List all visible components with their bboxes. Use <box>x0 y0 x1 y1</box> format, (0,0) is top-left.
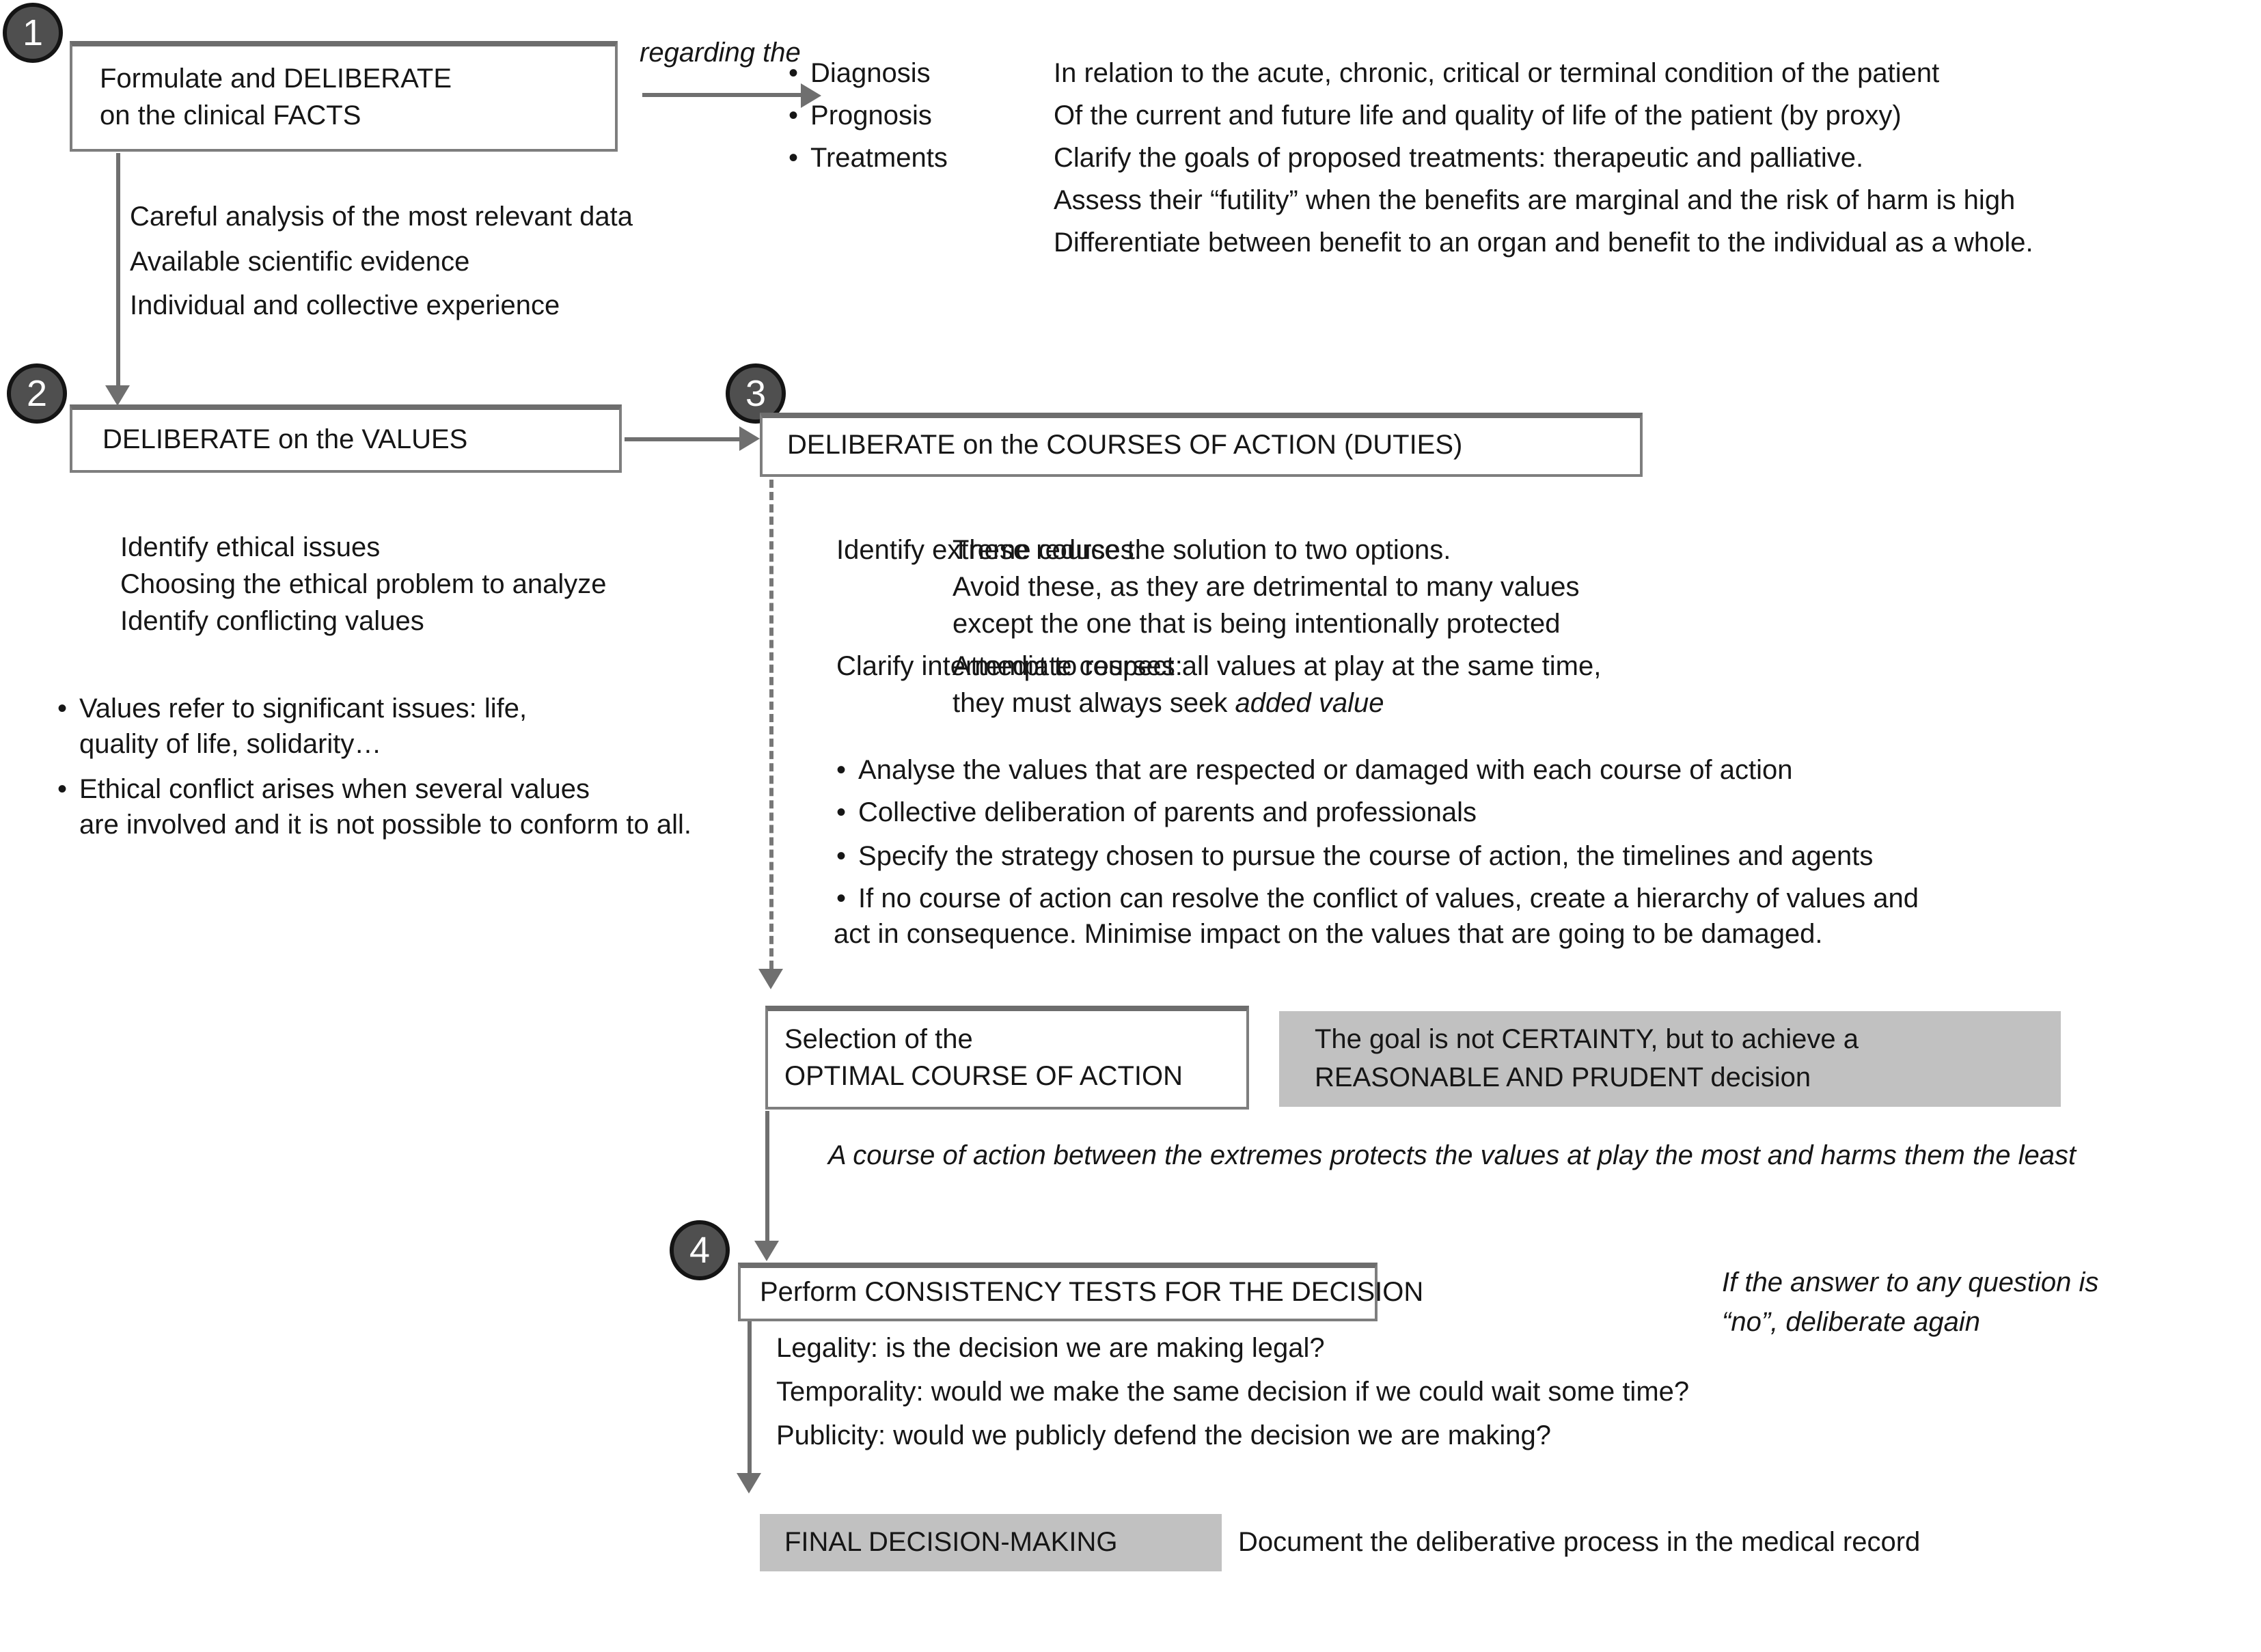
arrow-facts-to-aspects-head <box>801 83 821 108</box>
document-note: Document the deliberative process in the… <box>1238 1528 1921 1558</box>
arrow-step4-to-final-head <box>737 1473 761 1493</box>
optimal-course-line2: OPTIMAL COURSE OF ACTION <box>784 1062 1183 1092</box>
course-bullet: • If no course of action can resolve the… <box>836 881 1919 917</box>
course-bullet-continuation: act in consequence. Minimise impact on t… <box>834 920 1823 950</box>
step-1-number: 1 <box>22 12 44 53</box>
arrow-selection-to-step4-head <box>754 1241 779 1261</box>
goal-note-line2: REASONABLE AND PRUDENT decision <box>1315 1063 1811 1093</box>
bullet-icon: • <box>789 101 799 131</box>
arrow-facts-to-aspects-line <box>642 93 801 97</box>
step-2-box: DELIBERATE on the VALUES <box>70 404 622 473</box>
step-2-number: 2 <box>26 372 48 413</box>
step-2-box-label: DELIBERATE on the VALUES <box>102 424 468 454</box>
bullet-icon: • <box>57 694 68 724</box>
extreme-courses-note: These reduce the solution to two options… <box>953 536 1451 566</box>
consistency-question: Publicity: would we publicly defend the … <box>776 1421 1551 1451</box>
arrow-step1-to-step2-head <box>105 385 130 406</box>
step-1-box-line2: on the clinical FACTS <box>100 100 361 130</box>
aspect-label: Prognosis <box>810 101 932 131</box>
step-3-number: 3 <box>745 372 767 413</box>
course-bullet: • Analyse the values that are respected … <box>836 753 1793 788</box>
added-value-emphasis: added value <box>1235 689 1384 719</box>
values-note: Identify conflicting values <box>120 607 424 637</box>
arrow-step1-to-step2-line <box>116 153 120 385</box>
final-decision-box: FINAL DECISION-MAKING <box>760 1514 1222 1571</box>
aspect-note: Of the current and future life and quali… <box>1054 101 1902 131</box>
step-3-box-label: DELIBERATE on the COURSES OF ACTION (DUT… <box>787 430 1463 460</box>
extreme-courses-label: Identify extreme courses: <box>836 536 1142 566</box>
facts-note: Individual and collective experience <box>130 291 560 321</box>
dashed-connector-head <box>758 969 783 989</box>
facts-note: Available scientific evidence <box>130 247 470 277</box>
aspect-item: • Treatments <box>789 141 948 176</box>
aspect-note: In relation to the acute, chronic, criti… <box>1054 59 1940 89</box>
step-3-badge: 3 <box>726 363 786 424</box>
arrow-selection-to-step4-line <box>765 1111 769 1241</box>
deliberate-again-note-line2: “no”, deliberate again <box>1722 1308 1981 1338</box>
step-4-badge: 4 <box>670 1220 730 1280</box>
goal-note-line1: The goal is not CERTAINTY, but to achiev… <box>1315 1025 1859 1055</box>
bullet-icon: • <box>836 884 847 914</box>
values-bullet-line: Values refer to significant issues: life… <box>79 694 527 724</box>
intermediate-note-prefix: they must always seek <box>953 689 1235 719</box>
course-bullet: • Specify the strategy chosen to pursue … <box>836 839 1873 875</box>
goal-note-box: The goal is not CERTAINTY, but to achiev… <box>1279 1011 2061 1107</box>
deliberate-again-note-line1: If the answer to any question is <box>1722 1268 2099 1298</box>
regarding-the-label: regarding the <box>640 38 801 68</box>
aspect-label: Diagnosis <box>810 59 931 89</box>
arrow-step2-to-step3-line <box>625 437 739 441</box>
step-4-box-label: Perform CONSISTENCY TESTS FOR THE DECISI… <box>760 1278 1424 1308</box>
values-note: Identify ethical issues <box>120 533 381 563</box>
step-2-badge: 2 <box>7 363 67 424</box>
between-extremes-note: A course of action between the extremes … <box>828 1141 2077 1171</box>
intermediate-courses-note: they must always seek added value <box>953 686 1384 721</box>
consistency-question: Temporality: would we make the same deci… <box>776 1377 1690 1407</box>
bullet-icon: • <box>836 798 847 828</box>
bullet-icon: • <box>836 842 847 872</box>
aspect-item: • Diagnosis <box>789 56 931 92</box>
aspect-note: Differentiate between benefit to an orga… <box>1054 228 2033 258</box>
step-4-box: Perform CONSISTENCY TESTS FOR THE DECISI… <box>738 1263 1424 1321</box>
aspect-label: Treatments <box>810 143 948 174</box>
step-4-number: 4 <box>689 1229 711 1270</box>
arrow-step2-to-step3-head <box>739 426 760 451</box>
facts-note: Careful analysis of the most relevant da… <box>130 202 633 232</box>
optimal-course-line1: Selection of the <box>784 1025 973 1055</box>
step-1-badge: 1 <box>3 3 63 63</box>
consistency-question: Legality: is the decision we are making … <box>776 1334 1325 1364</box>
step-1-box-line1: Formulate and DELIBERATE <box>100 64 452 94</box>
values-bullet-line: Ethical conflict arises when several val… <box>79 775 590 805</box>
aspect-item: • Prognosis <box>789 98 932 134</box>
values-note: Choosing the ethical problem to analyze <box>120 570 607 600</box>
bullet-icon: • <box>789 143 799 174</box>
course-bullet-text: Specify the strategy chosen to pursue th… <box>858 842 1874 872</box>
course-bullet-text: Analyse the values that are respected or… <box>858 756 1793 786</box>
intermediate-courses-note: Attempt to respect all values at play at… <box>953 652 1602 682</box>
course-bullet-text: If no course of action can resolve the c… <box>858 884 1919 914</box>
bullet-icon: • <box>57 775 68 805</box>
final-decision-label: FINAL DECISION-MAKING <box>784 1528 1118 1558</box>
dashed-connector-line <box>769 480 773 969</box>
aspect-note: Clarify the goals of proposed treatments… <box>1054 143 1864 174</box>
aspect-note: Assess their “futility” when the benefit… <box>1054 186 2016 216</box>
bullet-icon: • <box>789 59 799 89</box>
course-bullet: • Collective deliberation of parents and… <box>836 795 1477 831</box>
extreme-courses-note: Avoid these, as they are detrimental to … <box>953 573 1580 603</box>
optimal-course-box: Selection of the OPTIMAL COURSE OF ACTIO… <box>765 1006 1249 1110</box>
step-3-box: DELIBERATE on the COURSES OF ACTION (DUT… <box>760 413 1643 477</box>
values-bullet-line: quality of life, solidarity… <box>79 730 382 760</box>
values-bullet-line: are involved and it is not possible to c… <box>79 810 692 840</box>
arrow-step4-to-final-line <box>748 1321 752 1473</box>
course-bullet-text: Collective deliberation of parents and p… <box>858 798 1477 828</box>
intermediate-courses-label: Clarify intermediate courses: <box>836 652 1183 682</box>
step-1-box: Formulate and DELIBERATE on the clinical… <box>70 41 618 152</box>
bullet-icon: • <box>836 756 847 786</box>
extreme-courses-note: except the one that is being intentional… <box>953 609 1561 639</box>
